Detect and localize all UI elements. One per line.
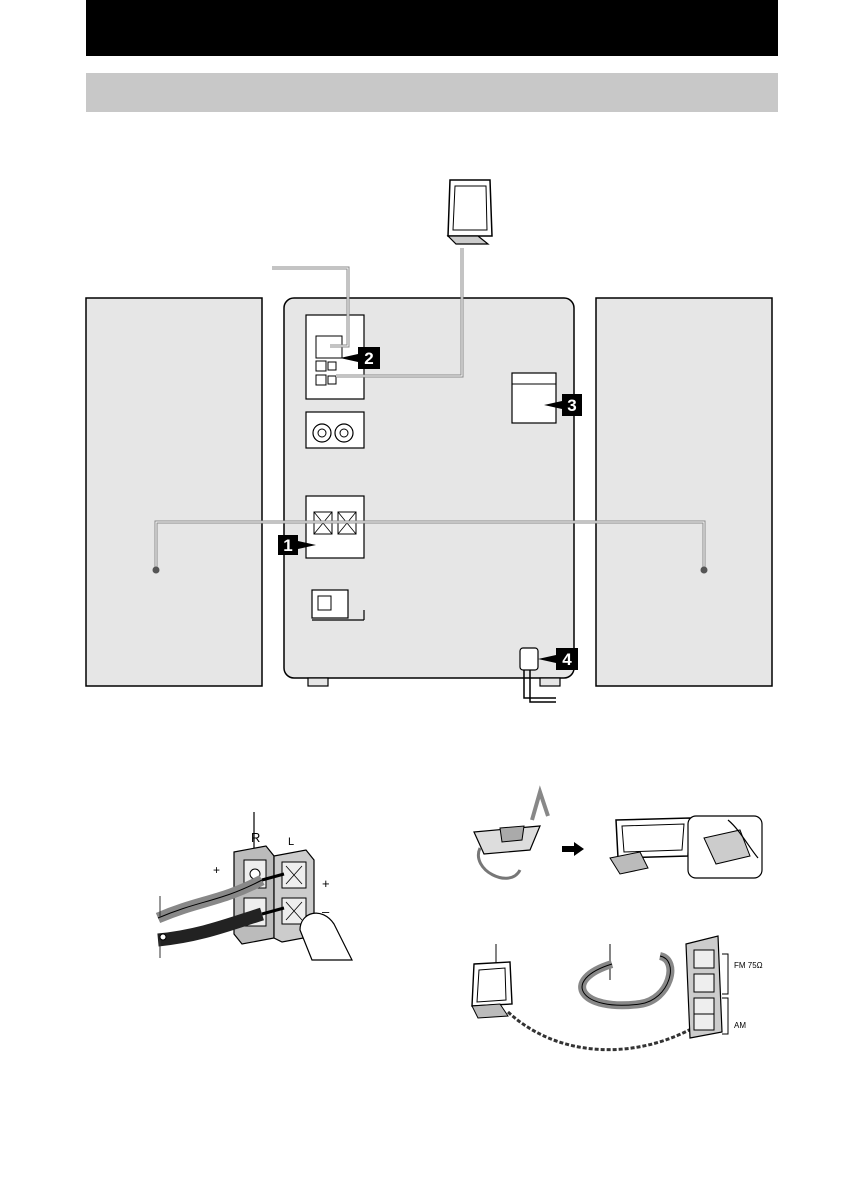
channel-l-label: L [288,836,294,848]
svg-text:4: 4 [562,650,572,669]
left-speaker-dot [153,567,160,574]
svg-text:2: 2 [364,349,373,368]
svg-text:1: 1 [283,536,292,555]
antenna-terminal-connection-detail: FM 75Ω AM [472,936,763,1050]
plus-label: + [322,876,330,891]
speaker-terminal-detail: R L + – + [158,812,352,960]
channel-r-label: R [251,830,260,845]
antenna-assembly-detail [474,792,762,878]
right-speaker-dot [701,567,708,574]
speaker-terminal-block [306,496,364,558]
fm-75-label: FM 75Ω [734,961,763,970]
loop-antenna-top [448,180,492,244]
voltage-selector-box [512,373,556,423]
rca-jacks [306,412,364,448]
svg-text:3: 3 [567,396,576,415]
right-speaker-panel [596,298,772,686]
am-label: AM [734,1021,746,1030]
plus-left-label: + [213,863,220,877]
left-speaker-panel [86,298,262,686]
